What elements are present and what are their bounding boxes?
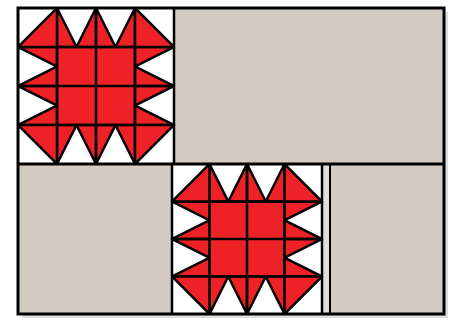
plain-panel-bottom-left bbox=[18, 164, 172, 314]
plain-panel-bottom-right bbox=[330, 164, 444, 314]
star-block-top-left bbox=[18, 8, 174, 164]
plain-panel-top-right bbox=[172, 8, 444, 164]
star-block-bottom-center bbox=[172, 164, 322, 314]
